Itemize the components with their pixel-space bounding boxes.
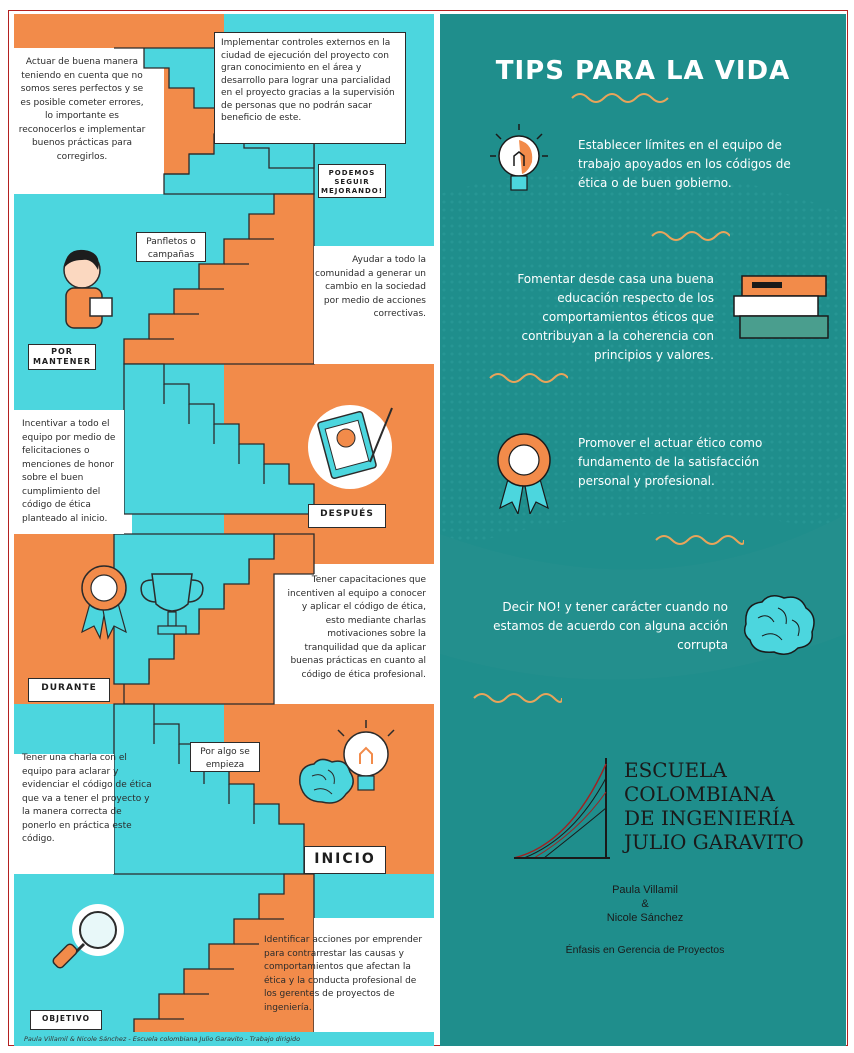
tips-panel: TIPS PARA LA VIDA Establecer límites en … (440, 14, 846, 1046)
squiggle-divider (489, 373, 568, 383)
squiggle-divider (571, 93, 669, 103)
speech-bubble-por-algo: Por algo se empieza (190, 742, 260, 772)
university-name-line4: JULIO GARAVITO (624, 830, 804, 854)
emphasis-text: Énfasis en Gerencia de Proyectos (565, 944, 725, 956)
brain-icon (743, 595, 815, 655)
boy-icon (63, 249, 113, 329)
brain-bulb-icon (299, 720, 395, 804)
tag-despues: DESPUÉS (308, 504, 386, 528)
staircase-background (14, 14, 434, 1046)
tip-text-2: Fomentar desde casa una buena educación … (517, 272, 714, 362)
tag-durante: DURANTE (28, 678, 110, 702)
squiggle-divider (473, 693, 562, 703)
trophy-icon (140, 573, 204, 635)
tip-text-4: Decir NO! y tener carácter cuando no est… (493, 600, 728, 652)
university-name-line2: COLOMBIANA (624, 782, 775, 806)
lightbulb-icon (490, 124, 548, 191)
step-text-durante: Tener capacitaciones que incentiven al e… (287, 575, 427, 680)
magnifier-icon (52, 904, 124, 969)
squiggle-divider (651, 231, 730, 241)
books-icon (733, 275, 829, 339)
tips-title: TIPS PARA LA VIDA (495, 56, 791, 86)
medal-trophy-icons (81, 565, 204, 640)
speech-bubble-panfletos: Panfletos o campañas (136, 232, 206, 262)
step-text-objetivo: Identificar acciones por emprender para … (264, 935, 423, 1013)
author-1: Paula Villamil (612, 884, 678, 896)
university-name: ESCUELA COLOMBIANA DE INGENIERÍA JULIO G… (624, 758, 804, 854)
author-ampersand: & (641, 898, 649, 910)
staircase-infographic: Actuar de buena manera teniendo en cuent… (14, 14, 434, 1046)
medal-icon (81, 565, 127, 640)
step-text-inicio: Tener una charla con el equipo para acla… (22, 753, 152, 844)
lightbulb-icon (337, 720, 395, 791)
tag-podemos-seguir-mejorando: PODEMOS SEGUIR MEJORANDO! (318, 164, 386, 198)
university-name-line3: DE INGENIERÍA (624, 806, 795, 830)
university-logo-icon (513, 758, 610, 859)
university-name-line1: ESCUELA (624, 758, 727, 782)
tip-text-3: Promover el actuar ético como fundamento… (578, 436, 763, 488)
squiggle-divider (655, 535, 744, 545)
footer-credits: Paula Villamil & Nicole Sánchez - Escuel… (14, 1032, 434, 1046)
step-text-por-mantener: Ayudar a todo la comunidad a generar un … (315, 255, 426, 319)
tag-inicio: INICIO (304, 846, 386, 874)
clipboard-icon (308, 405, 393, 489)
tips-background (440, 14, 846, 1046)
step-text-podemos: Actuar de buena manera teniendo en cuent… (18, 57, 146, 162)
tag-por-mantener: POR MANTENER (28, 344, 96, 370)
tag-objetivo: OBJETIVO (30, 1010, 102, 1030)
step-text-despues: Incentivar a todo el equipo por medio de… (22, 419, 116, 524)
brain-icon (299, 758, 354, 804)
medal-icon (497, 433, 551, 514)
speech-bubble-controles: Implementar controles externos en la ciu… (214, 32, 406, 144)
author-2: Nicole Sánchez (606, 912, 684, 924)
tip-text-1: Establecer límites en el equipo de traba… (578, 138, 791, 190)
